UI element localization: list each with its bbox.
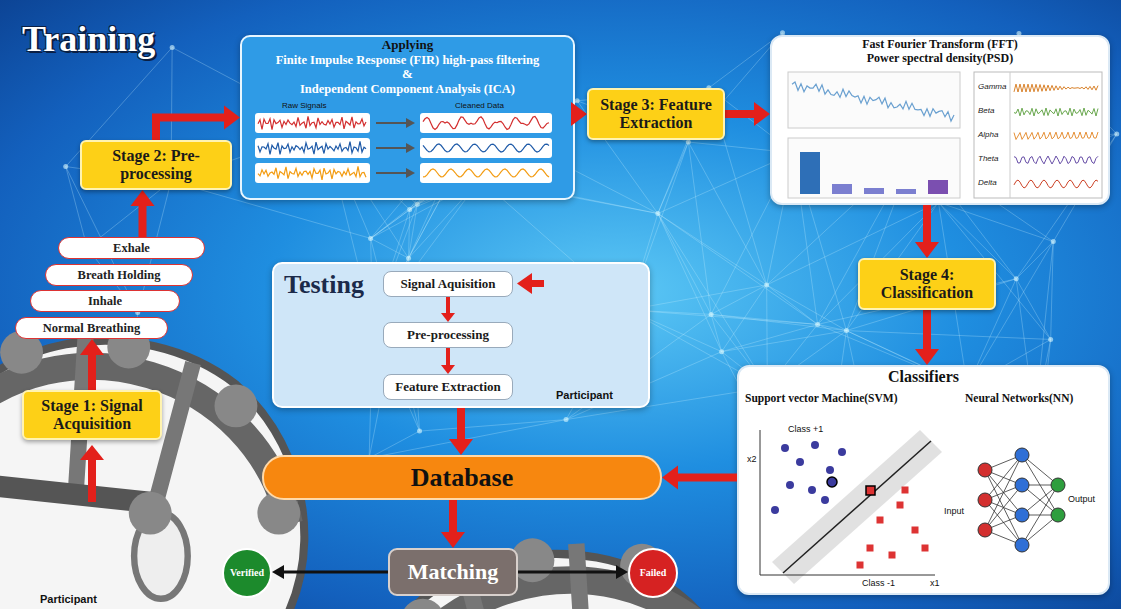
flow-arrow bbox=[156, 106, 240, 141]
node-text: Stage 3: Feature Extraction bbox=[597, 96, 715, 133]
svm-plot bbox=[760, 430, 942, 584]
chart-label: x2 bbox=[747, 454, 757, 464]
chart-label: Beta bbox=[978, 106, 994, 115]
chart-label: Class +1 bbox=[788, 424, 823, 434]
breathing-state: Breath Holding bbox=[45, 264, 193, 286]
stage-box: Stage 1: Signal Acquisition bbox=[22, 390, 162, 440]
neural-network bbox=[978, 448, 1065, 552]
flow-arrow bbox=[571, 102, 587, 126]
chart-label: Alpha bbox=[978, 130, 998, 139]
svm-points bbox=[771, 441, 929, 569]
node-text: Finite Impulse Response (FIR) high-pass … bbox=[276, 53, 540, 67]
node-text: Signal Aquisition bbox=[400, 277, 495, 292]
flow-arrow bbox=[272, 565, 388, 579]
node-text: Database bbox=[411, 463, 514, 493]
node-text: & bbox=[402, 67, 413, 82]
flow-arrow bbox=[441, 297, 455, 322]
participant-head bbox=[0, 326, 304, 609]
stage-box: Stage 4: Classification bbox=[858, 258, 996, 310]
node-text: Support vector Machine(SVM) bbox=[745, 392, 897, 405]
chart-label: Delta bbox=[978, 178, 997, 187]
flow-arrow bbox=[449, 408, 473, 455]
participant-head bbox=[353, 538, 779, 609]
participant-label: Participant bbox=[556, 389, 613, 401]
node-text: Verified bbox=[230, 567, 264, 579]
node-text: Applying bbox=[382, 38, 433, 53]
node-text: Matching bbox=[408, 559, 498, 584]
breathing-state: Normal Breathing bbox=[15, 317, 168, 339]
node-text: Stage 1: Signal Acquisition bbox=[32, 397, 152, 434]
diagram-title: Training bbox=[22, 18, 155, 60]
node-text: Power spectral density(PSD) bbox=[867, 52, 1013, 66]
matching-box: Matching bbox=[388, 548, 518, 596]
flow-arrow bbox=[441, 500, 465, 548]
flow-arrow bbox=[518, 565, 628, 579]
chart-label: x1 bbox=[930, 578, 940, 588]
node-text: Pre-processing bbox=[407, 328, 489, 343]
result-circle: Verified bbox=[222, 548, 272, 598]
flow-arrow bbox=[441, 348, 455, 374]
node-text: Stage 2: Pre-processing bbox=[90, 147, 222, 184]
chart-label: Output bbox=[1068, 494, 1095, 504]
stage-box: Stage 2: Pre-processing bbox=[80, 140, 232, 190]
panel: Testing Signal AquisitionPre-processingFe… bbox=[272, 262, 650, 408]
database-bar: Database bbox=[262, 455, 662, 500]
breathing-state: Exhale bbox=[58, 237, 205, 259]
node-text: Inhale bbox=[88, 294, 122, 308]
chart-label: Theta bbox=[978, 154, 998, 163]
input-arrow bbox=[80, 273, 544, 502]
node-text: Breath Holding bbox=[78, 268, 161, 282]
participant-label: Participant bbox=[40, 593, 97, 605]
result-circle: Failed bbox=[628, 548, 678, 598]
panel: Fast Fourier Transform (FFT)Power spectr… bbox=[770, 35, 1110, 205]
flow-arrow bbox=[915, 310, 939, 365]
chart-label: Cleaned Data bbox=[455, 101, 504, 110]
flow-arrow bbox=[131, 190, 155, 237]
node-text: Failed bbox=[640, 567, 667, 579]
node-text: Feature Extraction bbox=[395, 380, 501, 395]
flow-arrow bbox=[915, 205, 939, 258]
node-text: Neural Networks(NN) bbox=[965, 392, 1073, 405]
node-text: Classifiers bbox=[888, 368, 959, 386]
flow-arrow bbox=[80, 339, 104, 390]
node-text: Normal Breathing bbox=[43, 321, 140, 335]
node-text: Fast Fourier Transform (FFT) bbox=[862, 38, 1018, 52]
process-box: Pre-processing bbox=[383, 322, 513, 348]
node-text: Independent Component Analysis (ICA) bbox=[300, 82, 515, 96]
panel: ClassifiersSupport vector Machine(SVM) Ne… bbox=[737, 365, 1110, 595]
chart-label: Class -1 bbox=[862, 578, 895, 588]
panel-background bbox=[272, 262, 650, 408]
chart-label: Input bbox=[944, 506, 964, 516]
node-text: Exhale bbox=[113, 241, 150, 255]
chart-label: Raw Signals bbox=[282, 101, 326, 110]
stage-box: Stage 3: Feature Extraction bbox=[587, 88, 725, 140]
psd-charts bbox=[788, 72, 1102, 198]
node-text: Stage 4: Classification bbox=[868, 266, 986, 303]
node-text: Testing bbox=[284, 270, 364, 300]
breathing-state: Inhale bbox=[30, 290, 180, 312]
panel: ApplyingFinite Impulse Response (FIR) hi… bbox=[240, 35, 575, 200]
chart-label: Gamma bbox=[978, 82, 1006, 91]
process-box: Signal Aquisition bbox=[383, 271, 513, 297]
signal-waves bbox=[255, 113, 552, 183]
flow-arrow bbox=[725, 102, 770, 126]
flow-arrow bbox=[662, 466, 737, 490]
process-box: Feature Extraction bbox=[383, 374, 513, 400]
